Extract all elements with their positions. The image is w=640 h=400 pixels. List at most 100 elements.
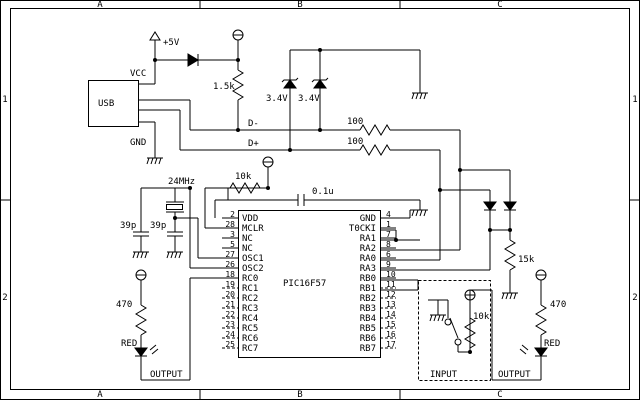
chip-left-pin-number: 28: [225, 220, 235, 229]
r-input-label: 10k: [473, 312, 490, 322]
chip-right-pin-number: 16: [386, 330, 396, 339]
right-led-output: 470 RED OUTPUT: [470, 269, 566, 381]
input-label: INPUT: [430, 370, 458, 380]
left-led-output: 470 RED OUTPUT: [116, 269, 238, 381]
r-pulldown-label: 15k: [518, 255, 535, 265]
dminus-label: D-: [248, 119, 259, 129]
chip-left-pin-name: VDD: [242, 214, 258, 224]
zener2-label: 3.4V: [298, 94, 320, 104]
r-pullup-label: 1.5k: [213, 82, 235, 92]
column-label-a: A: [97, 0, 103, 10]
chip-left-pin-name: RC6: [242, 334, 258, 344]
chip-left-pin-number: 19: [225, 280, 235, 289]
usb-connector: USB VCC GND: [88, 60, 163, 165]
chip-right-pin-name: RB5: [360, 324, 376, 334]
ra-connections: [380, 229, 491, 291]
chip-left-pin-number: 5: [230, 240, 235, 249]
chip-left-pin-number: 3: [230, 230, 235, 239]
chip-left-pin-name: RC7: [242, 344, 258, 354]
chip-right-pin-name: RB7: [360, 344, 376, 354]
chip-right-pin-number: 12: [386, 290, 396, 299]
row-label-2: 2: [2, 293, 7, 303]
r-led-left-label: 470: [116, 300, 132, 310]
dplus-label: D+: [248, 139, 259, 149]
r-d1-label: 100: [347, 117, 363, 127]
chip-left-pin-name: RC1: [242, 284, 258, 294]
column-label-b: B: [297, 0, 302, 10]
zener-clamps: 3.4V 3.4V: [266, 48, 428, 150]
zener-diode-2: [311, 77, 329, 89]
chip-left-pin-number: 26: [225, 260, 235, 269]
chip-right-pin-name: RB6: [360, 334, 376, 344]
column-label-c: C: [497, 0, 502, 10]
chip-right-pin-number: 1: [386, 220, 391, 229]
chip-left-pin-number: 2: [230, 210, 235, 219]
ground-symbol-c2: [166, 251, 183, 259]
chip-left-pin-name: RC4: [242, 314, 258, 324]
chip-right-pin-name: T0CKI: [349, 224, 376, 234]
r-d2-label: 100: [347, 137, 363, 147]
row-label-2-right: 2: [632, 293, 637, 303]
supply-diode: [187, 53, 199, 67]
pullup-branch: 1.5k: [213, 29, 244, 130]
c-bypass-label: 0.1u: [312, 187, 334, 197]
chip-right-pins: 4GND1T0CKI7RA18RA26RA09RA310RB011RB112RB…: [349, 210, 396, 354]
usb-gnd-label: GND: [130, 138, 146, 148]
chip-left-pin-number: 21: [225, 300, 235, 309]
chip-right-pin-number: 9: [386, 260, 391, 269]
chip-right-pin-name: RA1: [360, 234, 376, 244]
pulldown-network: 15k: [440, 169, 535, 300]
ground-symbol-usb: [146, 157, 163, 165]
led-right-label: RED: [544, 339, 560, 349]
chip-left-pin-number: 20: [225, 290, 235, 299]
column-label-a-bottom: A: [97, 390, 103, 400]
chip-right-pin-number: 4: [386, 210, 391, 219]
r-mclr-label: 10k: [235, 172, 252, 182]
output-right-label: OUTPUT: [498, 370, 531, 380]
r-led-right-label: 470: [550, 300, 566, 310]
chip-name: PIC16F57: [283, 279, 326, 289]
plus5v-label: +5V: [163, 38, 180, 48]
chip-left-pin-name: RC0: [242, 274, 258, 284]
chip-right-pin-number: 13: [386, 300, 396, 309]
chip-right-pin-number: 11: [386, 280, 396, 289]
chip-left-pin-number: 25: [225, 340, 235, 349]
plus5v-supply: +5V: [149, 31, 238, 67]
chip-left-pin-name: RC2: [242, 294, 258, 304]
chip-left-pin-name: RC3: [242, 304, 258, 314]
chip-right-pin-number: 14: [386, 310, 396, 319]
zener-diode-1: [281, 77, 299, 89]
ground-symbol-pulldown: [501, 292, 518, 300]
chip-left-pin-number: 22: [225, 310, 235, 319]
chip-left-pin-name: OSC2: [242, 264, 264, 274]
zener1-label: 3.4V: [266, 94, 288, 104]
usb-label: USB: [98, 99, 114, 109]
chip-right-pin-name: RA0: [360, 254, 376, 264]
column-label-b-bottom: B: [297, 390, 302, 400]
column-label-c-bottom: C: [497, 390, 502, 400]
chip-right-pin-name: RB0: [360, 274, 376, 284]
output-left-label: OUTPUT: [150, 370, 183, 380]
input-block: 10k INPUT: [418, 280, 491, 381]
chip-right-pin-number: 6: [386, 250, 391, 259]
chip-left-pin-name: MCLR: [242, 224, 264, 234]
row-label-1: 1: [2, 95, 7, 105]
chip-right-pin-number: 17: [386, 340, 396, 349]
oscillator: 24MHz 39p 39p: [120, 177, 238, 269]
chip-right-pin-number: 7: [386, 230, 391, 239]
chip-right-pin-number: 15: [386, 320, 396, 329]
chip-left-pin-name: NC: [242, 234, 253, 244]
chip-right-pin-number: 10: [386, 270, 396, 279]
c1-label: 39p: [120, 221, 136, 231]
chip-left-pin-number: 18: [225, 270, 235, 279]
usb-data-lines: D- D+: [139, 99, 360, 152]
usb-vcc-label: VCC: [130, 69, 146, 79]
led-left-label: RED: [121, 339, 137, 349]
chip-right-pin-number: 8: [386, 240, 391, 249]
ground-symbol-zener: [411, 92, 428, 100]
chip-left-pin-number: 23: [225, 320, 235, 329]
chip-left-pin-number: 24: [225, 330, 235, 339]
chip-right-pin-name: RB1: [360, 284, 376, 294]
